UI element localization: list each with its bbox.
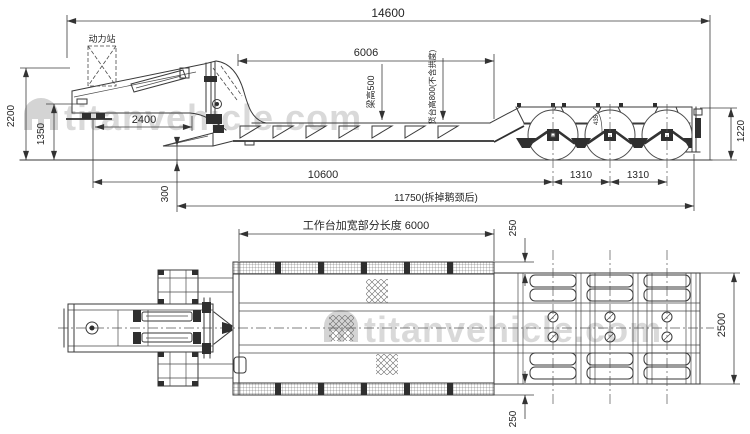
front-height-text: 2200 — [6, 104, 17, 127]
low-deck — [212, 122, 494, 147]
beam-height-text: 梁高500 — [365, 75, 376, 108]
dim-overall-length: 14600 — [66, 6, 711, 160]
dim-front-height: 2200 — [6, 67, 70, 160]
strip-dividers — [275, 262, 453, 395]
axle-detail-text: 435 — [594, 114, 600, 125]
bogie-wheels: 435 — [516, 104, 693, 188]
dim-edge-offset-bottom: 250 — [494, 371, 534, 427]
power-station-label: 动力站 — [88, 33, 115, 44]
watermark-text: titanvehicle.com — [364, 309, 662, 350]
power-station-box: 动力站 — [87, 33, 117, 87]
dim-edge-offset-top: 250 — [494, 219, 534, 286]
dim-rear-height: 1220 — [700, 107, 747, 161]
neck-length-text: 2400 — [132, 114, 156, 126]
dim-neck-length: 2400 — [95, 114, 193, 131]
widened-length-text: 工作台加宽部分长度 6000 — [303, 218, 430, 232]
kingpin — [85, 321, 99, 335]
overall-width-text: 2500 — [716, 313, 728, 337]
dim-widened-length: 工作台加宽部分长度 6000 — [238, 218, 495, 261]
titan-logo-icon — [24, 98, 58, 130]
edge-offset-bottom-text: 250 — [508, 410, 519, 427]
neck-plate-height-text: 1350 — [36, 122, 47, 145]
dim-overall-width: 2500 — [700, 272, 740, 385]
axle-spacing-1-text: 1310 — [570, 170, 593, 181]
plan-widened-deck — [232, 261, 700, 396]
plan-view: 工作台加宽部分长度 6000 250 250 2500 — [58, 218, 740, 427]
overall-length-text: 14600 — [371, 6, 405, 20]
watermark-top: titanvehicle.com — [24, 97, 361, 138]
label-beam-height: 梁高500 — [365, 64, 385, 120]
front-to-first-axle-text: 10600 — [308, 169, 339, 181]
plan-outrigger-top — [157, 269, 233, 305]
dim-chain-deck-axles: 10600 1310 1310 — [92, 120, 667, 188]
rear-height-text: 1220 — [736, 119, 747, 142]
dim-length-without-neck: 11750(拆掉鹅颈后) — [177, 154, 695, 211]
deck-stiffener-triangles — [239, 125, 460, 139]
dim-axle-detail: 435 — [592, 107, 603, 133]
plan-rear-deck — [493, 250, 701, 406]
crosshatch-patch — [366, 279, 388, 303]
dim-neck-plate-height: 1350 — [36, 103, 80, 160]
dim-front-clearance: 300 — [160, 136, 180, 212]
flat-deck-length-text: 6006 — [354, 47, 378, 59]
plan-outrigger-bottom — [157, 351, 233, 387]
dim-flat-deck-length: 6006 — [237, 47, 495, 119]
edge-offset-top-text: 250 — [508, 219, 519, 236]
front-clearance-text: 300 — [160, 185, 171, 202]
side-view: 动力站 — [6, 6, 747, 212]
crosshatch-patch — [329, 315, 354, 341]
crosshatch-patch — [376, 354, 398, 375]
plan-gooseneck — [63, 297, 233, 359]
platform-height-text: 货台高800(不含拱度) — [427, 49, 437, 124]
length-without-neck-text: 11750(拆掉鹅颈后) — [394, 191, 478, 204]
axle-spacing-2-text: 1310 — [627, 170, 650, 181]
label-platform-height: 货台高800(不含拱度) — [427, 49, 446, 124]
